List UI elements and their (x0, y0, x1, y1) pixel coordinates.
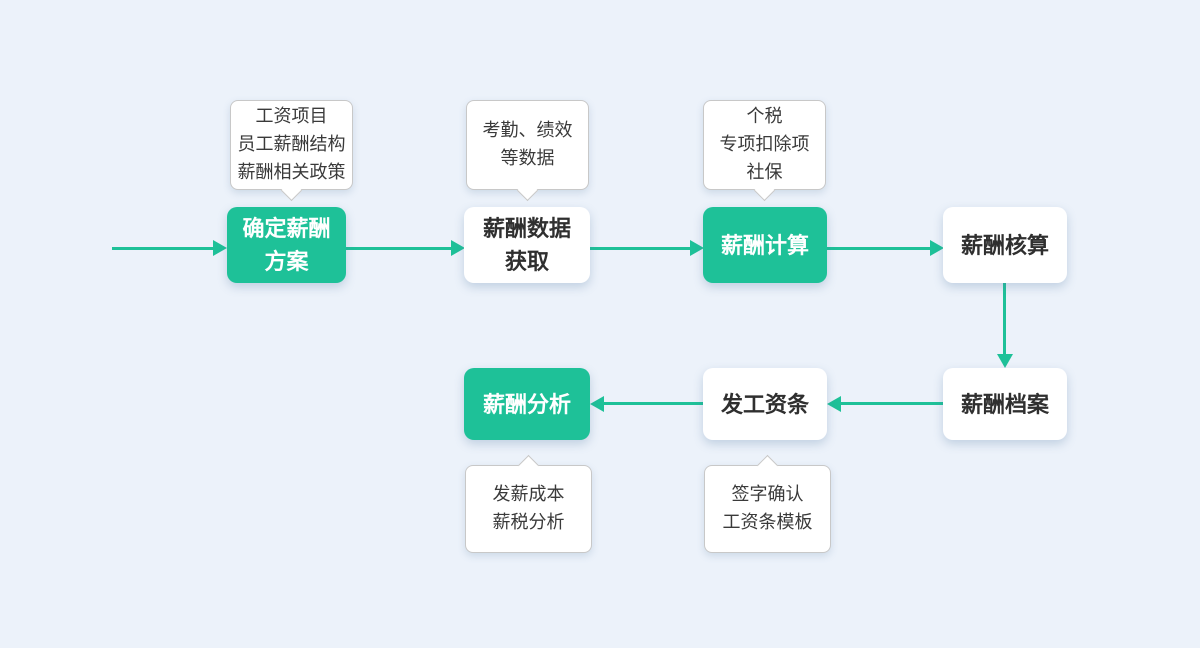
node-accounting: 薪酬核算 (943, 207, 1067, 283)
edge-calc-to-accounting-arrowhead-icon (930, 240, 944, 256)
edge-accounting-to-archive-line (1003, 283, 1006, 354)
edge-data-to-calc-arrowhead-icon (690, 240, 704, 256)
callout-pointer-down (516, 179, 538, 201)
edge-start-to-plan-arrowhead-icon (213, 240, 227, 256)
edge-payslip-to-analysis-arrowhead-icon (590, 396, 604, 412)
edge-plan-to-data-arrowhead-icon (451, 240, 465, 256)
node-accounting-label: 薪酬核算 (960, 232, 1049, 258)
callout-data-acquisition: 考勤、绩效 等数据 (466, 100, 589, 201)
callout-calculation-text: 个税 专项扣除项 社保 (719, 106, 810, 182)
callout-analysis: 发薪成本 薪税分析 (465, 454, 592, 553)
node-calculation: 薪酬计算 (703, 207, 827, 283)
node-send-payslip: 发工资条 (703, 368, 827, 440)
node-send-payslip-label: 发工资条 (720, 391, 809, 417)
edge-payslip-to-analysis-line (603, 402, 703, 405)
node-calculation-label: 薪酬计算 (720, 232, 809, 258)
node-archive-label: 薪酬档案 (960, 391, 1049, 417)
edge-calc-to-accounting-line (827, 247, 930, 250)
node-data-acquisition: 薪酬数据 获取 (464, 207, 590, 283)
edge-archive-to-payslip-arrowhead-icon (827, 396, 841, 412)
node-determine-plan: 确定薪酬 方案 (227, 207, 346, 283)
callout-data-acquisition-text: 考勤、绩效 等数据 (482, 120, 573, 168)
callout-pointer-up (517, 454, 539, 476)
node-data-acquisition-label: 薪酬数据 获取 (482, 216, 571, 274)
edge-accounting-to-archive-arrowhead-icon (997, 354, 1013, 368)
callout-determine-plan: 工资项目 员工薪酬结构 薪酬相关政策 (230, 100, 353, 201)
edge-start-to-plan-line (112, 247, 213, 250)
node-analysis-label: 薪酬分析 (482, 391, 571, 417)
callout-send-payslip-text: 签字确认 工资条模板 (722, 484, 813, 532)
node-analysis: 薪酬分析 (464, 368, 590, 440)
callout-analysis-text: 发薪成本 薪税分析 (492, 484, 565, 532)
node-archive: 薪酬档案 (943, 368, 1067, 440)
edge-data-to-calc-line (590, 247, 690, 250)
edge-plan-to-data-line (346, 247, 451, 250)
callout-calculation: 个税 专项扣除项 社保 (703, 100, 826, 201)
node-determine-plan-label: 确定薪酬 方案 (242, 216, 331, 274)
callout-send-payslip: 签字确认 工资条模板 (704, 454, 831, 553)
callout-pointer-up (756, 454, 778, 476)
edge-archive-to-payslip-line (840, 402, 943, 405)
callout-determine-plan-text: 工资项目 员工薪酬结构 薪酬相关政策 (237, 106, 346, 182)
